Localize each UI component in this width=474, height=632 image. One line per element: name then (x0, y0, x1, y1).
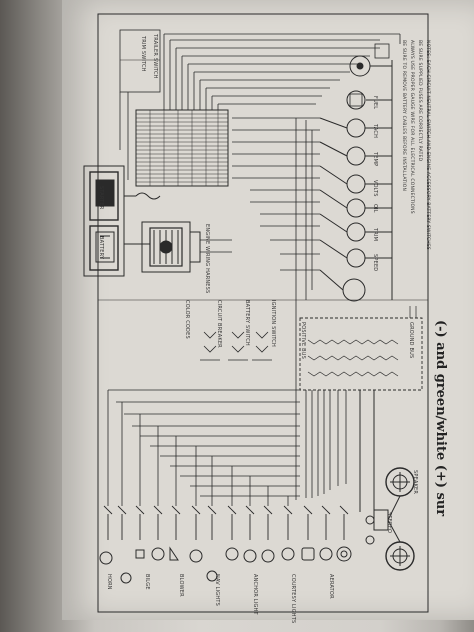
engine-harness-label: ENGINE WIRING HARNESS (204, 224, 210, 294)
engine-drawing (141, 221, 232, 273)
speaker-label: SPEAKER (412, 470, 418, 495)
battery-starter-group (83, 165, 161, 277)
color-code-symbols (200, 331, 272, 361)
note-2: BE SURE SUPPLIED FUSES ARE CORRECTLY RAT… (417, 40, 422, 162)
horn-label: HORN (106, 574, 112, 590)
footer-caption: (-) and green/white (+) sur (433, 320, 448, 517)
note-1: NOTES: EACH CIRCUIT NEUTRAL SWITCH AND E… (425, 40, 430, 250)
anchor-light-label: ANCHOR LIGHT (252, 574, 258, 615)
trim-switch-box (119, 29, 161, 93)
bus-box (299, 317, 423, 391)
note-4: BE SURE TO REMOVE BATTERY CABLES BEFORE … (401, 40, 406, 192)
switch-row (103, 505, 349, 540)
stereo-label: STEREO (386, 512, 392, 534)
gauge-icon (243, 549, 257, 563)
stereo-speakers (359, 390, 415, 571)
oil-label: OIL (372, 204, 378, 213)
tach-label: TACH (372, 124, 378, 139)
courtesy-lights-label: COURTESY LIGHTS (290, 574, 296, 624)
nav-lights-label: NAV LIGHTS (214, 574, 220, 606)
ignition-switch-label: IGNITION SWITCH (270, 300, 276, 347)
horn-icon (99, 551, 113, 565)
bus-switches (307, 306, 417, 377)
lower-harness (108, 300, 347, 500)
volts-label: VOLTS (372, 180, 378, 197)
trim-label: TRIM (372, 228, 378, 242)
gauge-column (319, 43, 393, 302)
light-icon (169, 546, 179, 561)
blower-label: BLOWER (178, 574, 184, 597)
trailer-switch-label: TRAILER SWITCH (152, 34, 158, 79)
battery-switch-label: BATTERY SWITCH (244, 300, 250, 346)
note-3: ALWAYS USE PROPER GAUGE WIRE FOR ALL ELE… (409, 40, 414, 214)
fuel-label: FUEL (372, 96, 378, 110)
ground-bus-label: GROUND BUS (408, 322, 414, 359)
bilge-icon (135, 549, 145, 559)
switch-drops (107, 390, 289, 506)
color-codes-label: COLOR CODES (184, 300, 190, 339)
accessory-icons (99, 546, 352, 584)
diagram-frame (97, 13, 429, 613)
gauge-feeds (232, 117, 320, 300)
speed-label: SPEED (372, 254, 378, 272)
speaker-icon (301, 547, 315, 561)
positive-bus-label: POSITIVE BUS (300, 322, 306, 359)
fuse-block (135, 109, 229, 187)
upper-harness (163, 33, 401, 110)
trim-switch-label: TRIM SWITCH (140, 36, 146, 72)
aerator-label: AERATOR (328, 574, 334, 599)
bilge-label: BILGE (144, 574, 150, 590)
temp-label: TEMP (372, 152, 378, 167)
battery-label: BATTERY (98, 236, 104, 260)
circuit-breaker-label: CIRCUIT BREAKER (216, 300, 222, 348)
starter-label: STARTER (98, 186, 104, 210)
